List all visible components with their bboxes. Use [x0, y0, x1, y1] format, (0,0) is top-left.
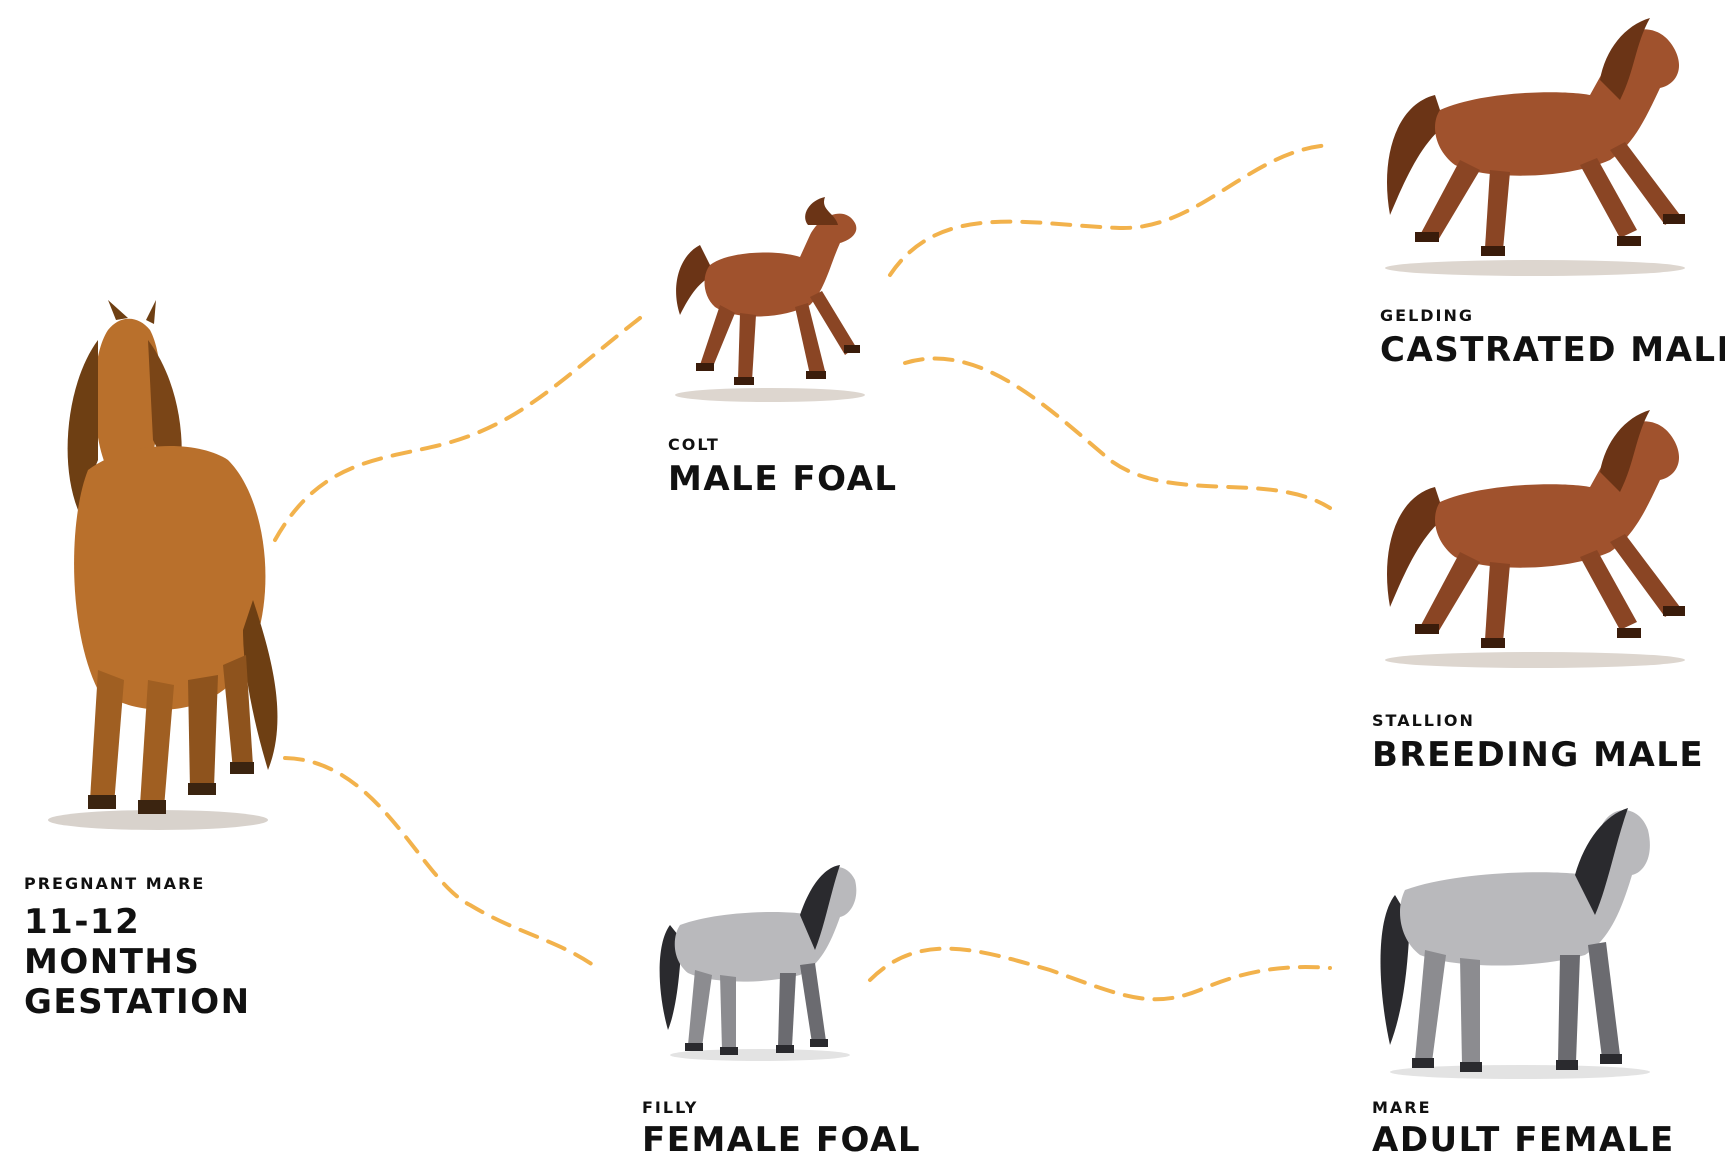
mare-illustration — [1370, 800, 1670, 1085]
stallion-caption: STALLION BREEDING MALE — [1372, 711, 1704, 775]
mare-caption: MARE ADULT FEMALE — [1372, 1098, 1675, 1160]
filly-label: FILLY — [642, 1098, 921, 1118]
gestation-line-3: GESTATION — [24, 982, 251, 1022]
mare-description: ADULT FEMALE — [1372, 1120, 1675, 1160]
connector-mare-to-filly — [285, 758, 600, 970]
horse-gray-icon — [1370, 800, 1670, 1085]
gelding-illustration — [1375, 10, 1695, 280]
filly-caption: FILLY FEMALE FOAL — [642, 1098, 921, 1160]
connector-colt-to-stallion — [905, 358, 1330, 508]
colt-description: MALE FOAL — [668, 459, 898, 499]
foal-chestnut-icon — [660, 195, 875, 405]
colt-illustration — [660, 195, 875, 405]
gelding-description: CASTRATED MALE — [1380, 330, 1725, 370]
colt-label: COLT — [668, 435, 898, 455]
foal-gray-icon — [650, 855, 865, 1065]
connector-mare-to-colt — [275, 318, 640, 540]
connector-colt-to-gelding — [890, 145, 1330, 275]
horse-front-icon — [28, 300, 288, 840]
pregnant-mare-label: PREGNANT MARE — [24, 874, 251, 894]
horse-chestnut-icon — [1375, 402, 1695, 672]
stallion-illustration — [1375, 402, 1695, 672]
connector-filly-to-mare — [870, 949, 1330, 1000]
stallion-label: STALLION — [1372, 711, 1704, 731]
mare-label: MARE — [1372, 1098, 1675, 1118]
gestation-line-1: 11-12 — [24, 902, 251, 942]
gelding-label: GELDING — [1380, 306, 1725, 326]
gestation-line-2: MONTHS — [24, 942, 251, 982]
pregnant-mare-illustration — [28, 300, 288, 840]
gelding-caption: GELDING CASTRATED MALE — [1380, 306, 1725, 370]
colt-caption: COLT MALE FOAL — [668, 435, 898, 499]
stallion-description: BREEDING MALE — [1372, 735, 1704, 775]
pregnant-mare-caption: PREGNANT MARE 11-12 MONTHS GESTATION — [24, 874, 251, 1022]
horse-chestnut-icon — [1375, 10, 1695, 280]
filly-description: FEMALE FOAL — [642, 1120, 921, 1160]
filly-illustration — [650, 855, 865, 1065]
